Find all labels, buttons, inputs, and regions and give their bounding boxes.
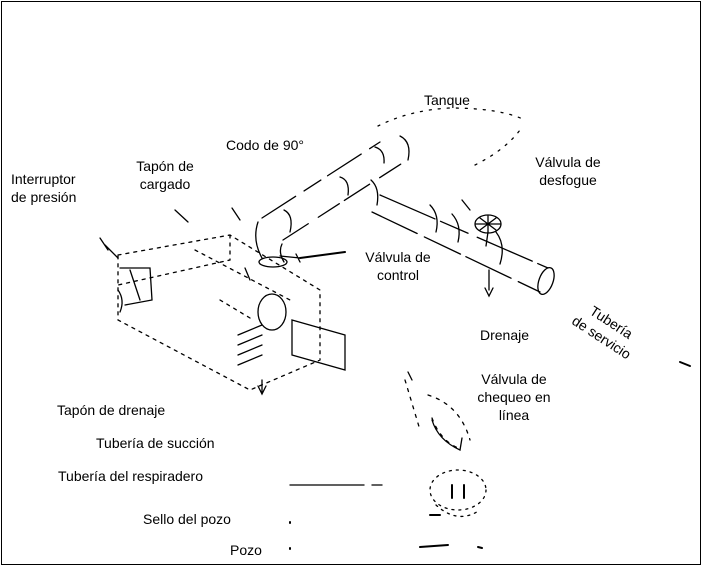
label-check-valve-line2: chequeo en <box>477 389 551 405</box>
label-priming-plug: Tapón de cargado <box>125 157 205 193</box>
label-priming-plug-line2: cargado <box>139 176 191 192</box>
label-breather-pipe: Tubería del respiradero <box>58 468 204 484</box>
relief-valve-wheel-drawing <box>461 199 502 247</box>
drain-spout-drawing <box>484 269 494 298</box>
well-seal-drawing <box>429 469 487 517</box>
label-relief-valve-line1: Válvula de <box>535 154 601 170</box>
well-head-solid-drawing <box>289 484 483 550</box>
label-relief-valve-line2: desfogue <box>539 172 597 188</box>
label-suction-pipe: Tubería de succión <box>96 435 215 451</box>
label-control-valve: Válvula de control <box>355 248 441 284</box>
label-control-valve-line2: control <box>376 267 420 283</box>
label-pressure-switch-line1: Interruptor <box>11 171 76 187</box>
label-well: Pozo <box>230 542 262 558</box>
label-pressure-switch-line2: de presión <box>11 189 77 205</box>
label-tank: Tanque <box>424 92 470 108</box>
label-relief-valve: Válvula de desfogue <box>518 153 618 189</box>
edge-mark <box>679 361 691 367</box>
pump-front-drawing <box>174 207 346 396</box>
label-check-valve-line1: Válvula de <box>481 371 547 387</box>
check-valve-solid-drawing <box>407 371 463 451</box>
label-check-valve: Válvula de chequeo en línea <box>462 370 566 424</box>
label-check-valve-line3: línea <box>498 407 530 423</box>
service-pipe-drawing <box>371 194 555 296</box>
motor-end-drawing <box>99 237 153 313</box>
pump-body-drawing <box>117 234 321 391</box>
upper-pipe-drawing <box>261 135 410 241</box>
label-drain: Drenaje <box>480 327 530 343</box>
elbow-valve-drawing <box>255 221 346 268</box>
label-drain-plug: Tapón de drenaje <box>57 402 166 418</box>
label-90-elbow: Codo de 90° <box>226 137 304 153</box>
label-pressure-switch: Interruptor de presión <box>11 170 76 206</box>
label-well-seal: Sello del pozo <box>143 511 231 527</box>
label-control-valve-line1: Válvula de <box>365 249 431 265</box>
suction-check-valve-drawing <box>404 379 471 449</box>
label-priming-plug-line1: Tapón de <box>136 158 194 174</box>
